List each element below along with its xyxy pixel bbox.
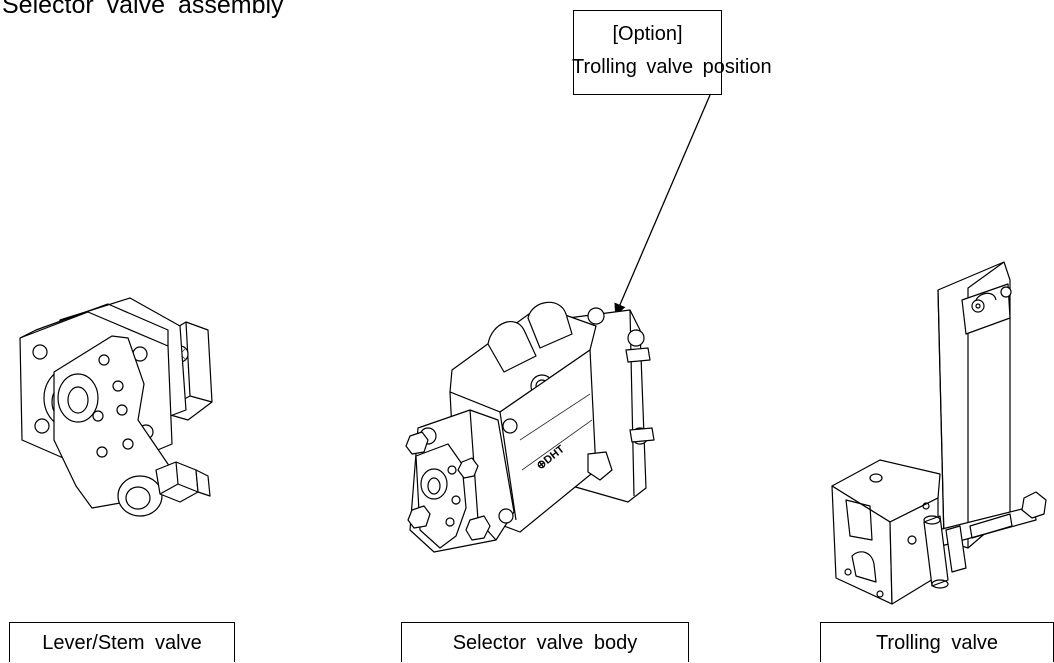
option-callout-box: [Option] Trolling valve position (572, 10, 772, 95)
lever-stem-valve-drawing (19, 297, 213, 517)
callout-leader-arrow (614, 94, 711, 316)
trolling-valve-drawing (831, 261, 1047, 605)
callout-position-text: Trolling valve position (572, 56, 772, 78)
page-title: Selector valve assembly (2, 0, 284, 19)
selector-valve-body-drawing: ⊕DHT (405, 301, 655, 553)
label-selector-valve-body: Selector valve body (401, 622, 689, 662)
label-trolling-valve: Trolling valve (820, 622, 1054, 662)
callout-option-text: [Option] (612, 23, 683, 45)
label-lever-stem-valve: Lever/Stem valve (9, 622, 235, 662)
